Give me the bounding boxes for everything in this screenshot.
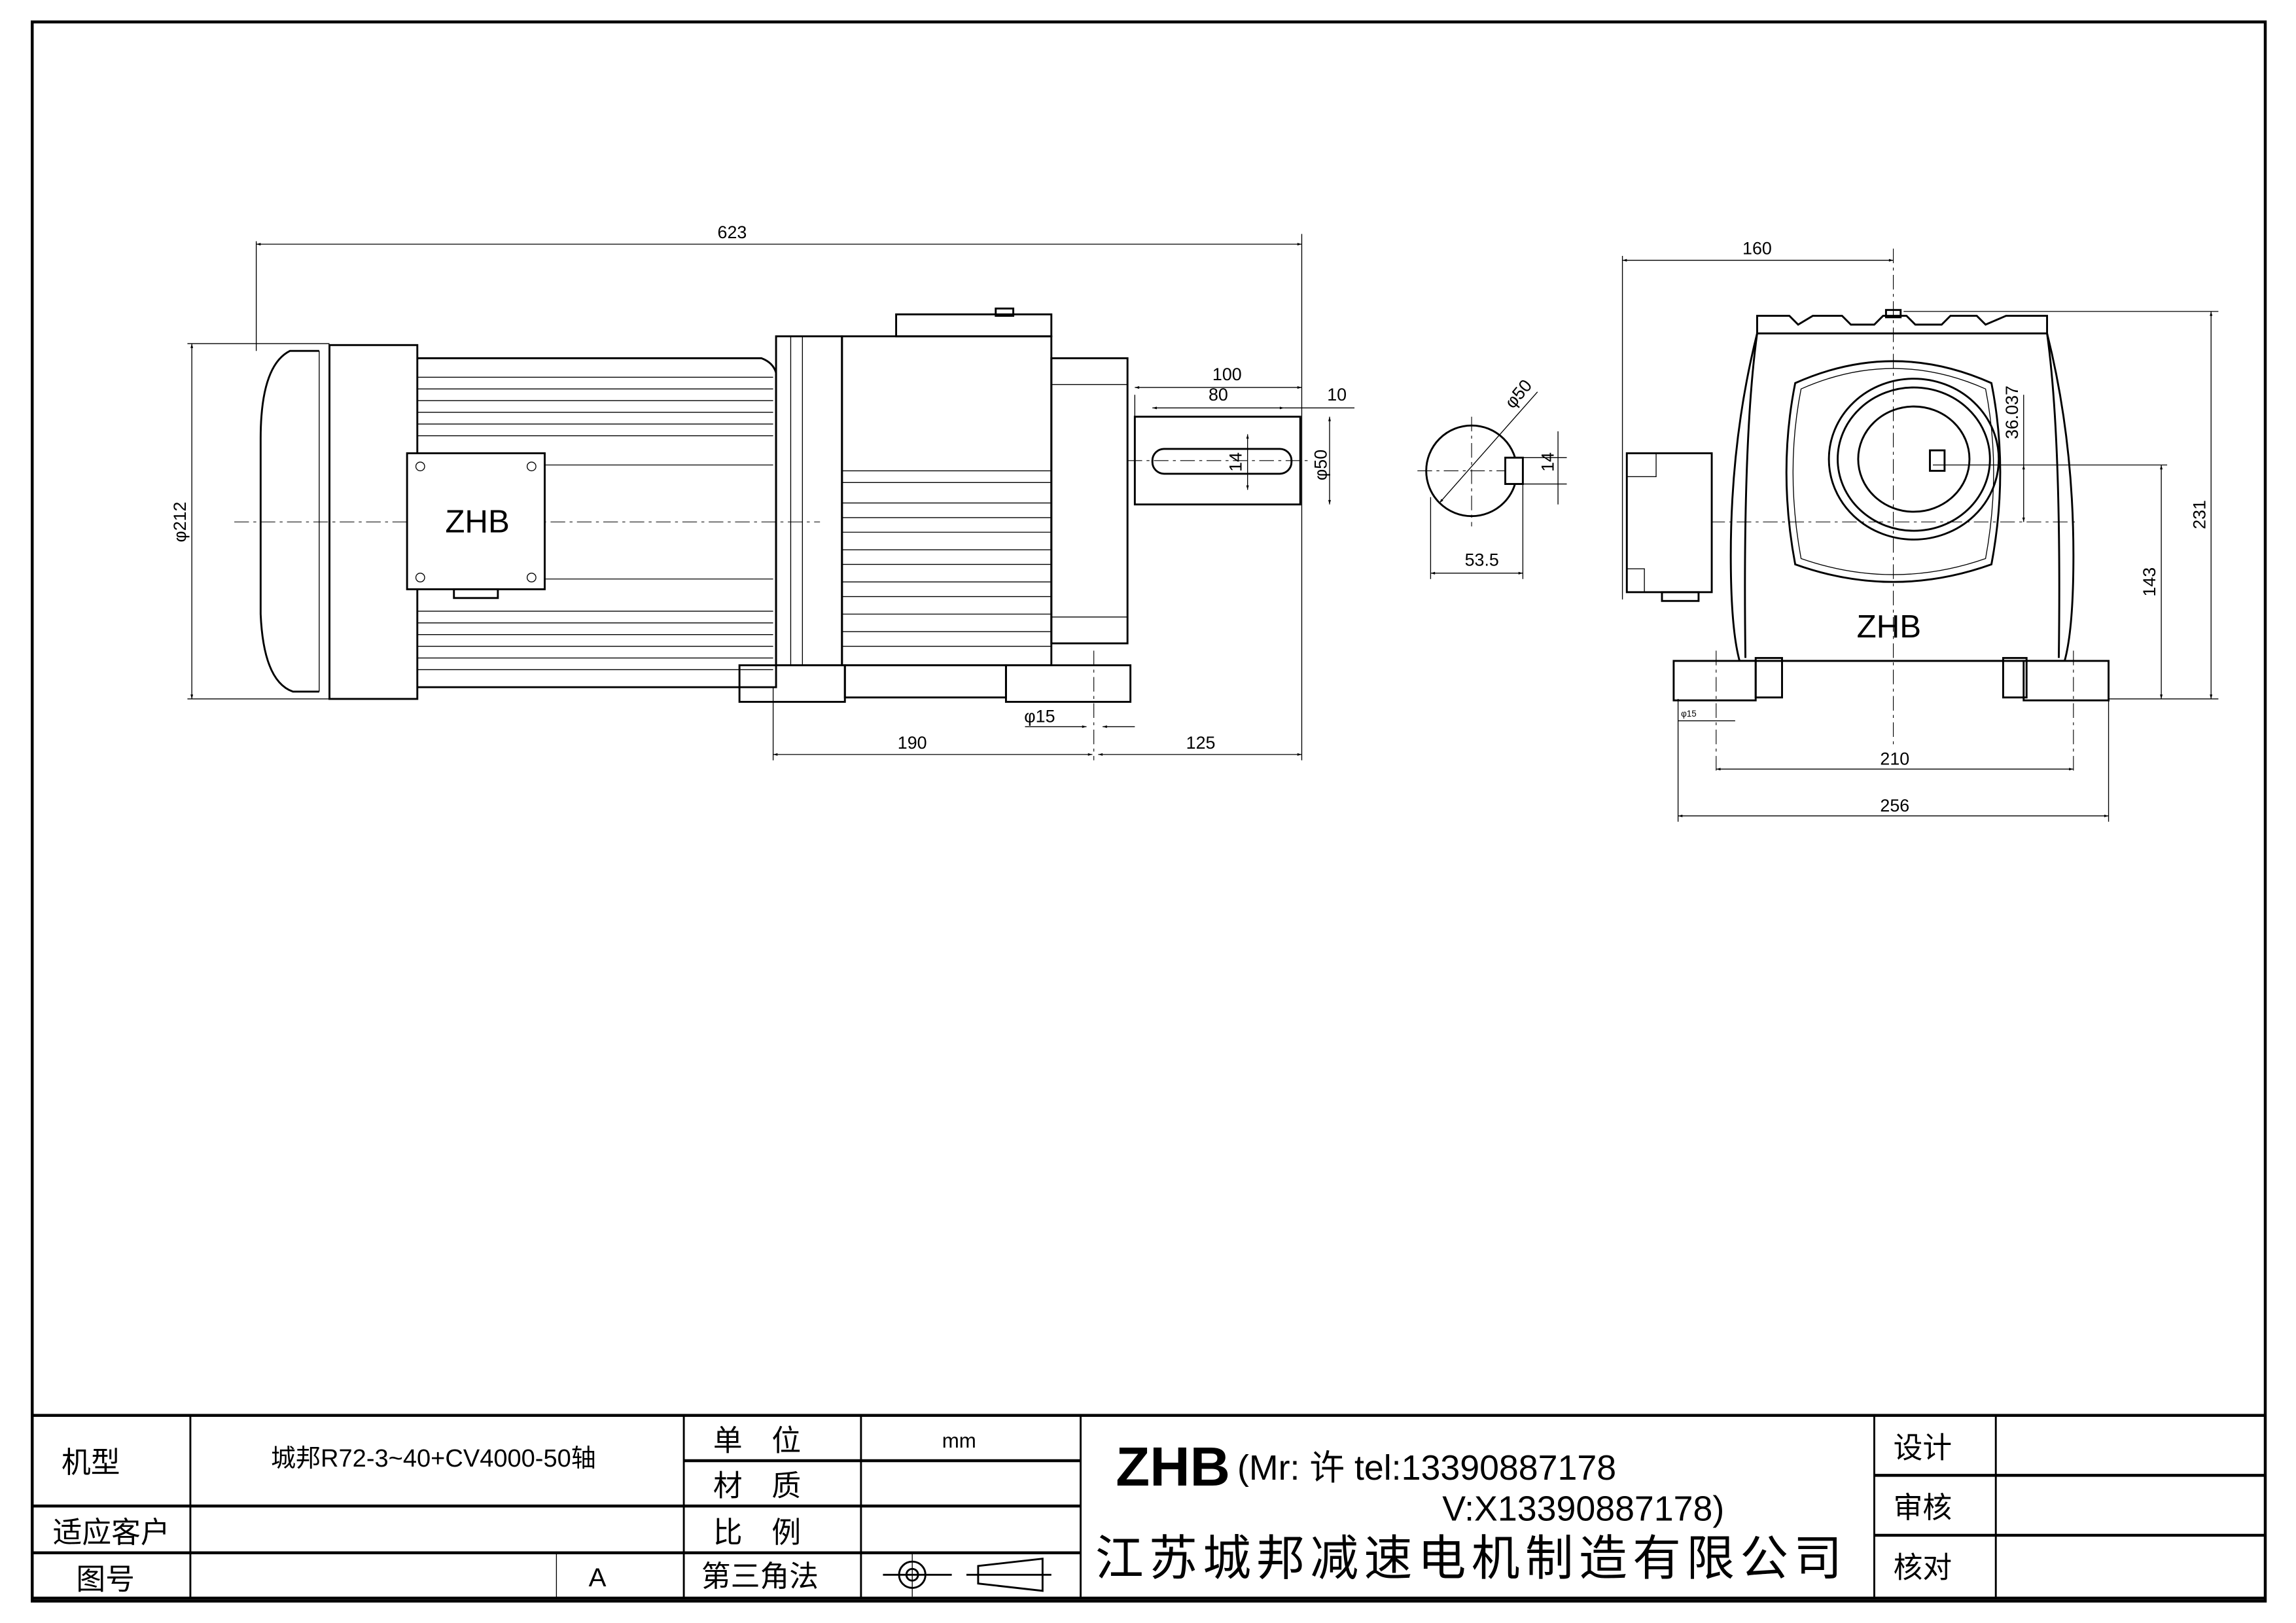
- gearbox-flange: [775, 335, 843, 667]
- dim-center-height: 143: [2140, 567, 2159, 597]
- end-brand-label: ZHB: [1857, 609, 1921, 645]
- review-label: 审核: [1894, 1490, 1952, 1525]
- dim-foot-spacing: 190: [898, 733, 927, 753]
- unit-label: 单 位: [713, 1423, 801, 1457]
- contact-line-2: V:X13390887178): [1442, 1489, 1724, 1529]
- third-angle-projection-symbol: [883, 1552, 1051, 1597]
- output-shaft: [1133, 416, 1301, 506]
- model-label: 机型: [62, 1445, 120, 1480]
- gearbox-cover: [895, 313, 1053, 338]
- contact-line-1: (Mr: 许 tel:13390887178: [1237, 1448, 1616, 1488]
- shaft-key: [1504, 456, 1524, 485]
- scale-label: 比 例: [713, 1515, 801, 1550]
- dim-key-len: 80: [1209, 385, 1228, 404]
- side-view: ZHB 623 φ212 100: [170, 223, 1355, 760]
- projection-label: 第三角法: [701, 1559, 819, 1594]
- shaft-section: φ50 14 53.5: [1417, 376, 1567, 579]
- check-label: 核对: [1894, 1550, 1952, 1585]
- revision: A: [589, 1563, 607, 1592]
- dim-section-key-width: 14: [1538, 452, 1557, 472]
- sheet-border: [30, 20, 2267, 1603]
- dim-foot-to-end: 125: [1186, 733, 1216, 753]
- fan-cover: [259, 349, 319, 693]
- dim-section-key-height: 53.5: [1465, 550, 1499, 570]
- design-label: 设计: [1894, 1431, 1952, 1465]
- dim-key-width: 14: [1226, 452, 1246, 472]
- dim-motor-dia: φ212: [170, 502, 190, 543]
- customer-label: 适应客户: [53, 1515, 170, 1550]
- terminal-box-end: [1625, 452, 1713, 594]
- dim-end-foot-hole: φ15: [1681, 709, 1697, 719]
- gearbox-top-cover: [1756, 315, 2049, 334]
- output-bore: [1828, 378, 2000, 541]
- brand-logo: ZHB: [1116, 1436, 1230, 1498]
- dim-base-width: 256: [1880, 796, 1909, 815]
- dim-hole-spacing: 210: [1880, 749, 1909, 769]
- dim-key-offset: 10: [1327, 385, 1347, 404]
- drawing-no-label: 图号: [76, 1562, 135, 1597]
- dim-shaft-len: 100: [1212, 365, 1242, 384]
- unit-value: mm: [942, 1429, 976, 1452]
- gearbox-housing: [841, 335, 1053, 667]
- output-flange: [1050, 357, 1129, 645]
- foot: [2022, 660, 2110, 702]
- company-name: 江苏城邦减速电机制造有限公司: [1095, 1531, 1842, 1585]
- dim-half-width: 160: [1742, 239, 1772, 259]
- keyway: [1151, 448, 1293, 475]
- terminal-box: [406, 452, 546, 590]
- dim-foot-hole: φ15: [1024, 707, 1055, 726]
- housing-window: [1785, 360, 2002, 583]
- dim-overall-length: 623: [718, 223, 747, 242]
- dim-section-dia: φ50: [1501, 376, 1536, 412]
- side-brand-label: ZHB: [445, 503, 509, 539]
- model-value: 城邦R72-3~40+CV4000-50轴: [271, 1445, 596, 1472]
- foot: [738, 664, 846, 703]
- dim-total-height: 231: [2189, 500, 2209, 529]
- foot: [1004, 664, 1132, 703]
- title-block: 机型 城邦R72-3~40+CV4000-50轴 适应客户 图号 A 单 位 m…: [32, 1414, 2266, 1600]
- dim-shaft-dia: φ50: [1311, 450, 1331, 480]
- foot: [1672, 660, 1757, 702]
- end-view: ZHB 160 231 143 36.037 210 256 φ15: [1621, 239, 2219, 822]
- material-label: 材 质: [713, 1469, 801, 1503]
- dim-offset: 36.037: [2002, 385, 2022, 439]
